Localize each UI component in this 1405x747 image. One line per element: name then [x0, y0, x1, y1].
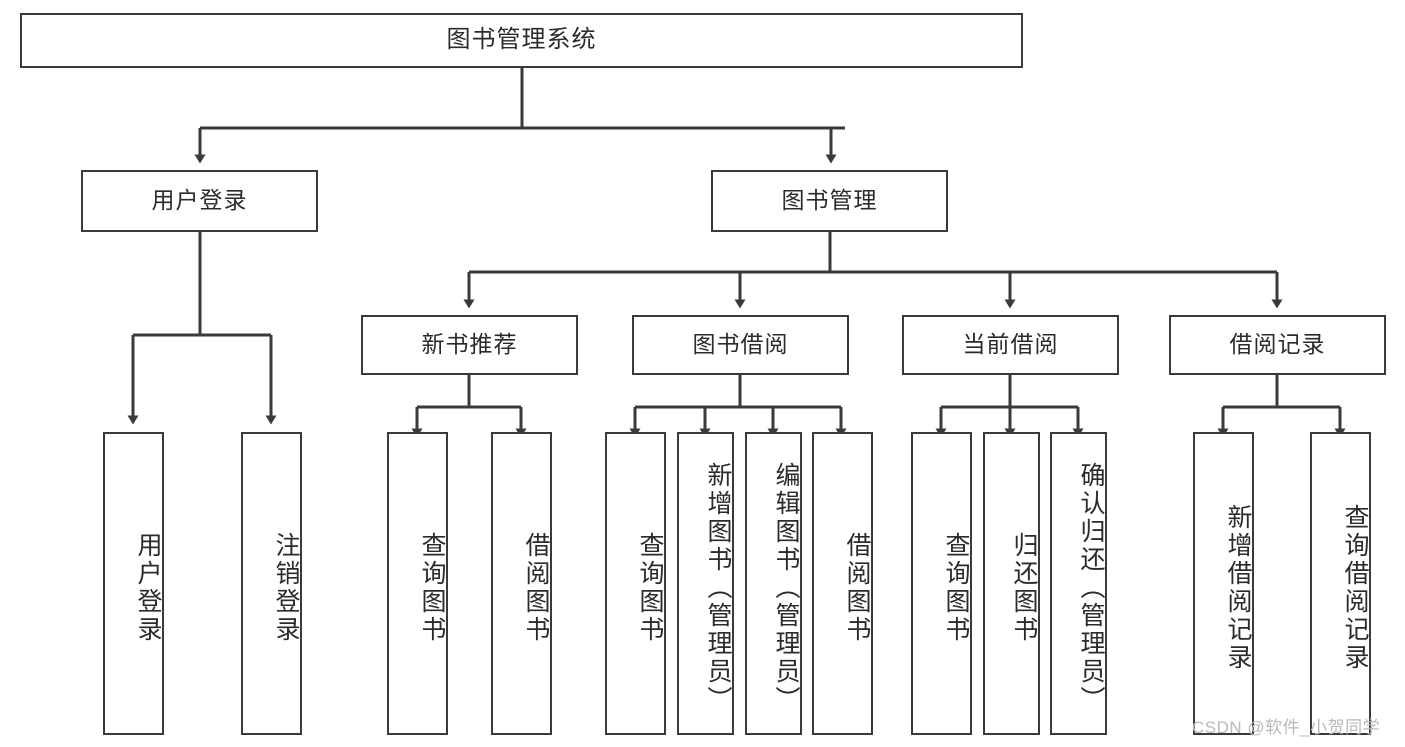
- leaf-book-borrow-query[interactable]: 查询图书: [605, 432, 666, 735]
- node-book-borrow[interactable]: 图书借阅: [632, 315, 849, 375]
- node-label: 编辑图书（管理员）: [772, 461, 800, 714]
- leaf-new-book-query[interactable]: 查询图书: [387, 432, 448, 735]
- node-borrow-record[interactable]: 借阅记录: [1169, 315, 1386, 375]
- leaf-current-borrow-query[interactable]: 查询图书: [911, 432, 972, 735]
- node-label: 当前借阅: [962, 331, 1059, 358]
- node-label: 确认归还（管理员）: [1077, 461, 1105, 714]
- leaf-borrow-record-add[interactable]: 新增借阅记录: [1193, 432, 1254, 735]
- node-label: 新书推荐: [421, 331, 518, 358]
- node-book-manage[interactable]: 图书管理: [711, 170, 948, 232]
- leaf-user-login-logout[interactable]: 注销登录: [241, 432, 302, 735]
- node-label: 图书管理: [781, 187, 878, 214]
- node-label: 新增借阅记录: [1224, 503, 1252, 672]
- node-current-borrow[interactable]: 当前借阅: [902, 315, 1119, 375]
- node-label: 借阅图书: [843, 531, 871, 644]
- node-label: 注销登录: [272, 531, 300, 644]
- leaf-book-borrow-borrow[interactable]: 借阅图书: [812, 432, 873, 735]
- node-label: 用户登录: [151, 187, 248, 214]
- node-label: 借阅记录: [1229, 331, 1326, 358]
- node-user-login[interactable]: 用户登录: [81, 170, 318, 232]
- node-label: 借阅图书: [522, 531, 550, 644]
- node-root-system[interactable]: 图书管理系统: [20, 13, 1023, 68]
- leaf-current-borrow-return[interactable]: 归还图书: [983, 432, 1040, 735]
- leaf-book-borrow-add[interactable]: 新增图书（管理员）: [677, 432, 734, 735]
- node-label: 用户登录: [134, 531, 162, 644]
- watermark-csdn: CSDN @软件_小贺同学: [1192, 718, 1381, 737]
- node-label: 查询借阅记录: [1341, 503, 1369, 672]
- leaf-new-book-borrow[interactable]: 借阅图书: [491, 432, 552, 735]
- node-label: 查询图书: [636, 531, 664, 644]
- leaf-user-login-login[interactable]: 用户登录: [103, 432, 164, 735]
- node-new-book-recommend[interactable]: 新书推荐: [361, 315, 578, 375]
- node-label: 查询图书: [418, 531, 446, 644]
- leaf-book-borrow-edit[interactable]: 编辑图书（管理员）: [745, 432, 802, 735]
- node-label: 图书借阅: [692, 331, 789, 358]
- node-label: 图书管理系统: [446, 26, 597, 54]
- node-label: 新增图书（管理员）: [704, 461, 732, 714]
- node-label: 归还图书: [1010, 531, 1038, 644]
- leaf-current-borrow-confirm[interactable]: 确认归还（管理员）: [1050, 432, 1107, 735]
- node-label: 查询图书: [942, 531, 970, 644]
- leaf-borrow-record-query[interactable]: 查询借阅记录: [1310, 432, 1371, 735]
